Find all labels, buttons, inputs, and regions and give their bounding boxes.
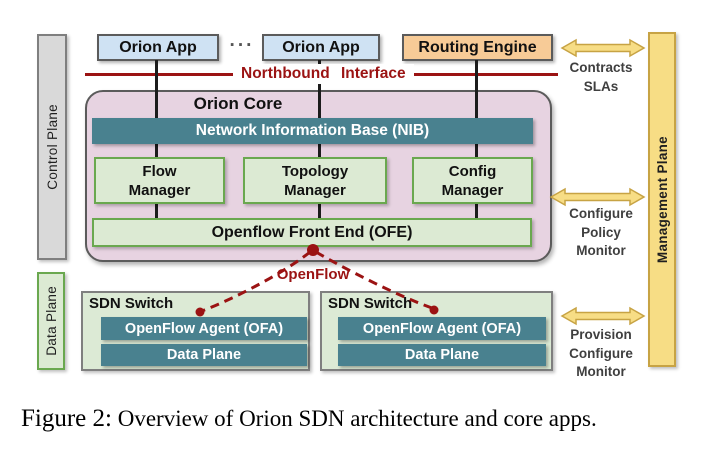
control-plane-bar: Control Plane [37,34,67,260]
contracts-slas-label: Contracts SLAs [569,60,633,94]
connector-flow-ofe [155,204,158,218]
control-plane-label: Control Plane [44,104,60,190]
connector-routing-nib [475,60,478,118]
switch-data-plane-bar-1: Data Plane [101,344,307,366]
ofa-bar-2: OpenFlow Agent (OFA) [338,317,546,340]
orion-app-label-1: Orion App [119,38,197,56]
nib-bar: Network Information Base (NIB) [92,118,533,144]
ofa-bar-1: OpenFlow Agent (OFA) [101,317,307,340]
connector-nib-topology [318,144,321,157]
connector-topology-ofe [318,204,321,218]
switch-data-plane-bar-2: Data Plane [338,344,546,366]
nib-label: Network Information Base (NIB) [195,122,430,139]
config-manager-box: Config Manager [412,157,533,204]
connector-nib-config [475,144,478,157]
data-plane-bar: Data Plane [37,272,65,370]
figure-caption: Figure 2: Overview of Orion SDN architec… [21,405,597,433]
sdn-switch-title-1: SDN Switch [89,295,174,312]
figure-caption-prefix: Figure 2: [21,405,112,432]
northbound-interface-label: Northbound Interface [233,64,414,84]
provision-arrow-icon [560,306,646,326]
sdn-switch-title-2: SDN Switch [328,295,413,312]
figure-caption-text: Overview of Orion SDN architecture and c… [111,406,597,431]
management-plane-bar: Management Plane [648,32,676,367]
data-plane-label: Data Plane [43,286,59,356]
topology-manager-box: Topology Manager [243,157,387,204]
connector-app1-nib [155,60,158,118]
contracts-arrow-icon [560,38,646,58]
ofe-bar: Openflow Front End (OFE) [92,218,532,247]
provision-configure-monitor-label: Provision Configure Monitor [569,327,633,379]
connector-nib-flow [155,144,158,157]
orion-app-box-1: Orion App [97,34,219,61]
orion-core-title: Orion Core [193,94,283,113]
orion-app-box-2: Orion App [262,34,380,61]
flow-manager-box: Flow Manager [94,157,225,204]
ellipsis-dots: ··· [229,35,255,56]
configure-arrow-icon [549,187,646,207]
connector-app2-nib [318,60,321,118]
connector-config-ofe [475,204,478,218]
orion-app-label-2: Orion App [282,38,360,56]
openflow-label: OpenFlow [276,266,350,283]
routing-engine-label: Routing Engine [418,38,537,56]
management-plane-label: Management Plane [654,135,670,264]
configure-policy-monitor-label: Configure Policy Monitor [569,206,633,258]
routing-engine-box: Routing Engine [402,34,553,61]
